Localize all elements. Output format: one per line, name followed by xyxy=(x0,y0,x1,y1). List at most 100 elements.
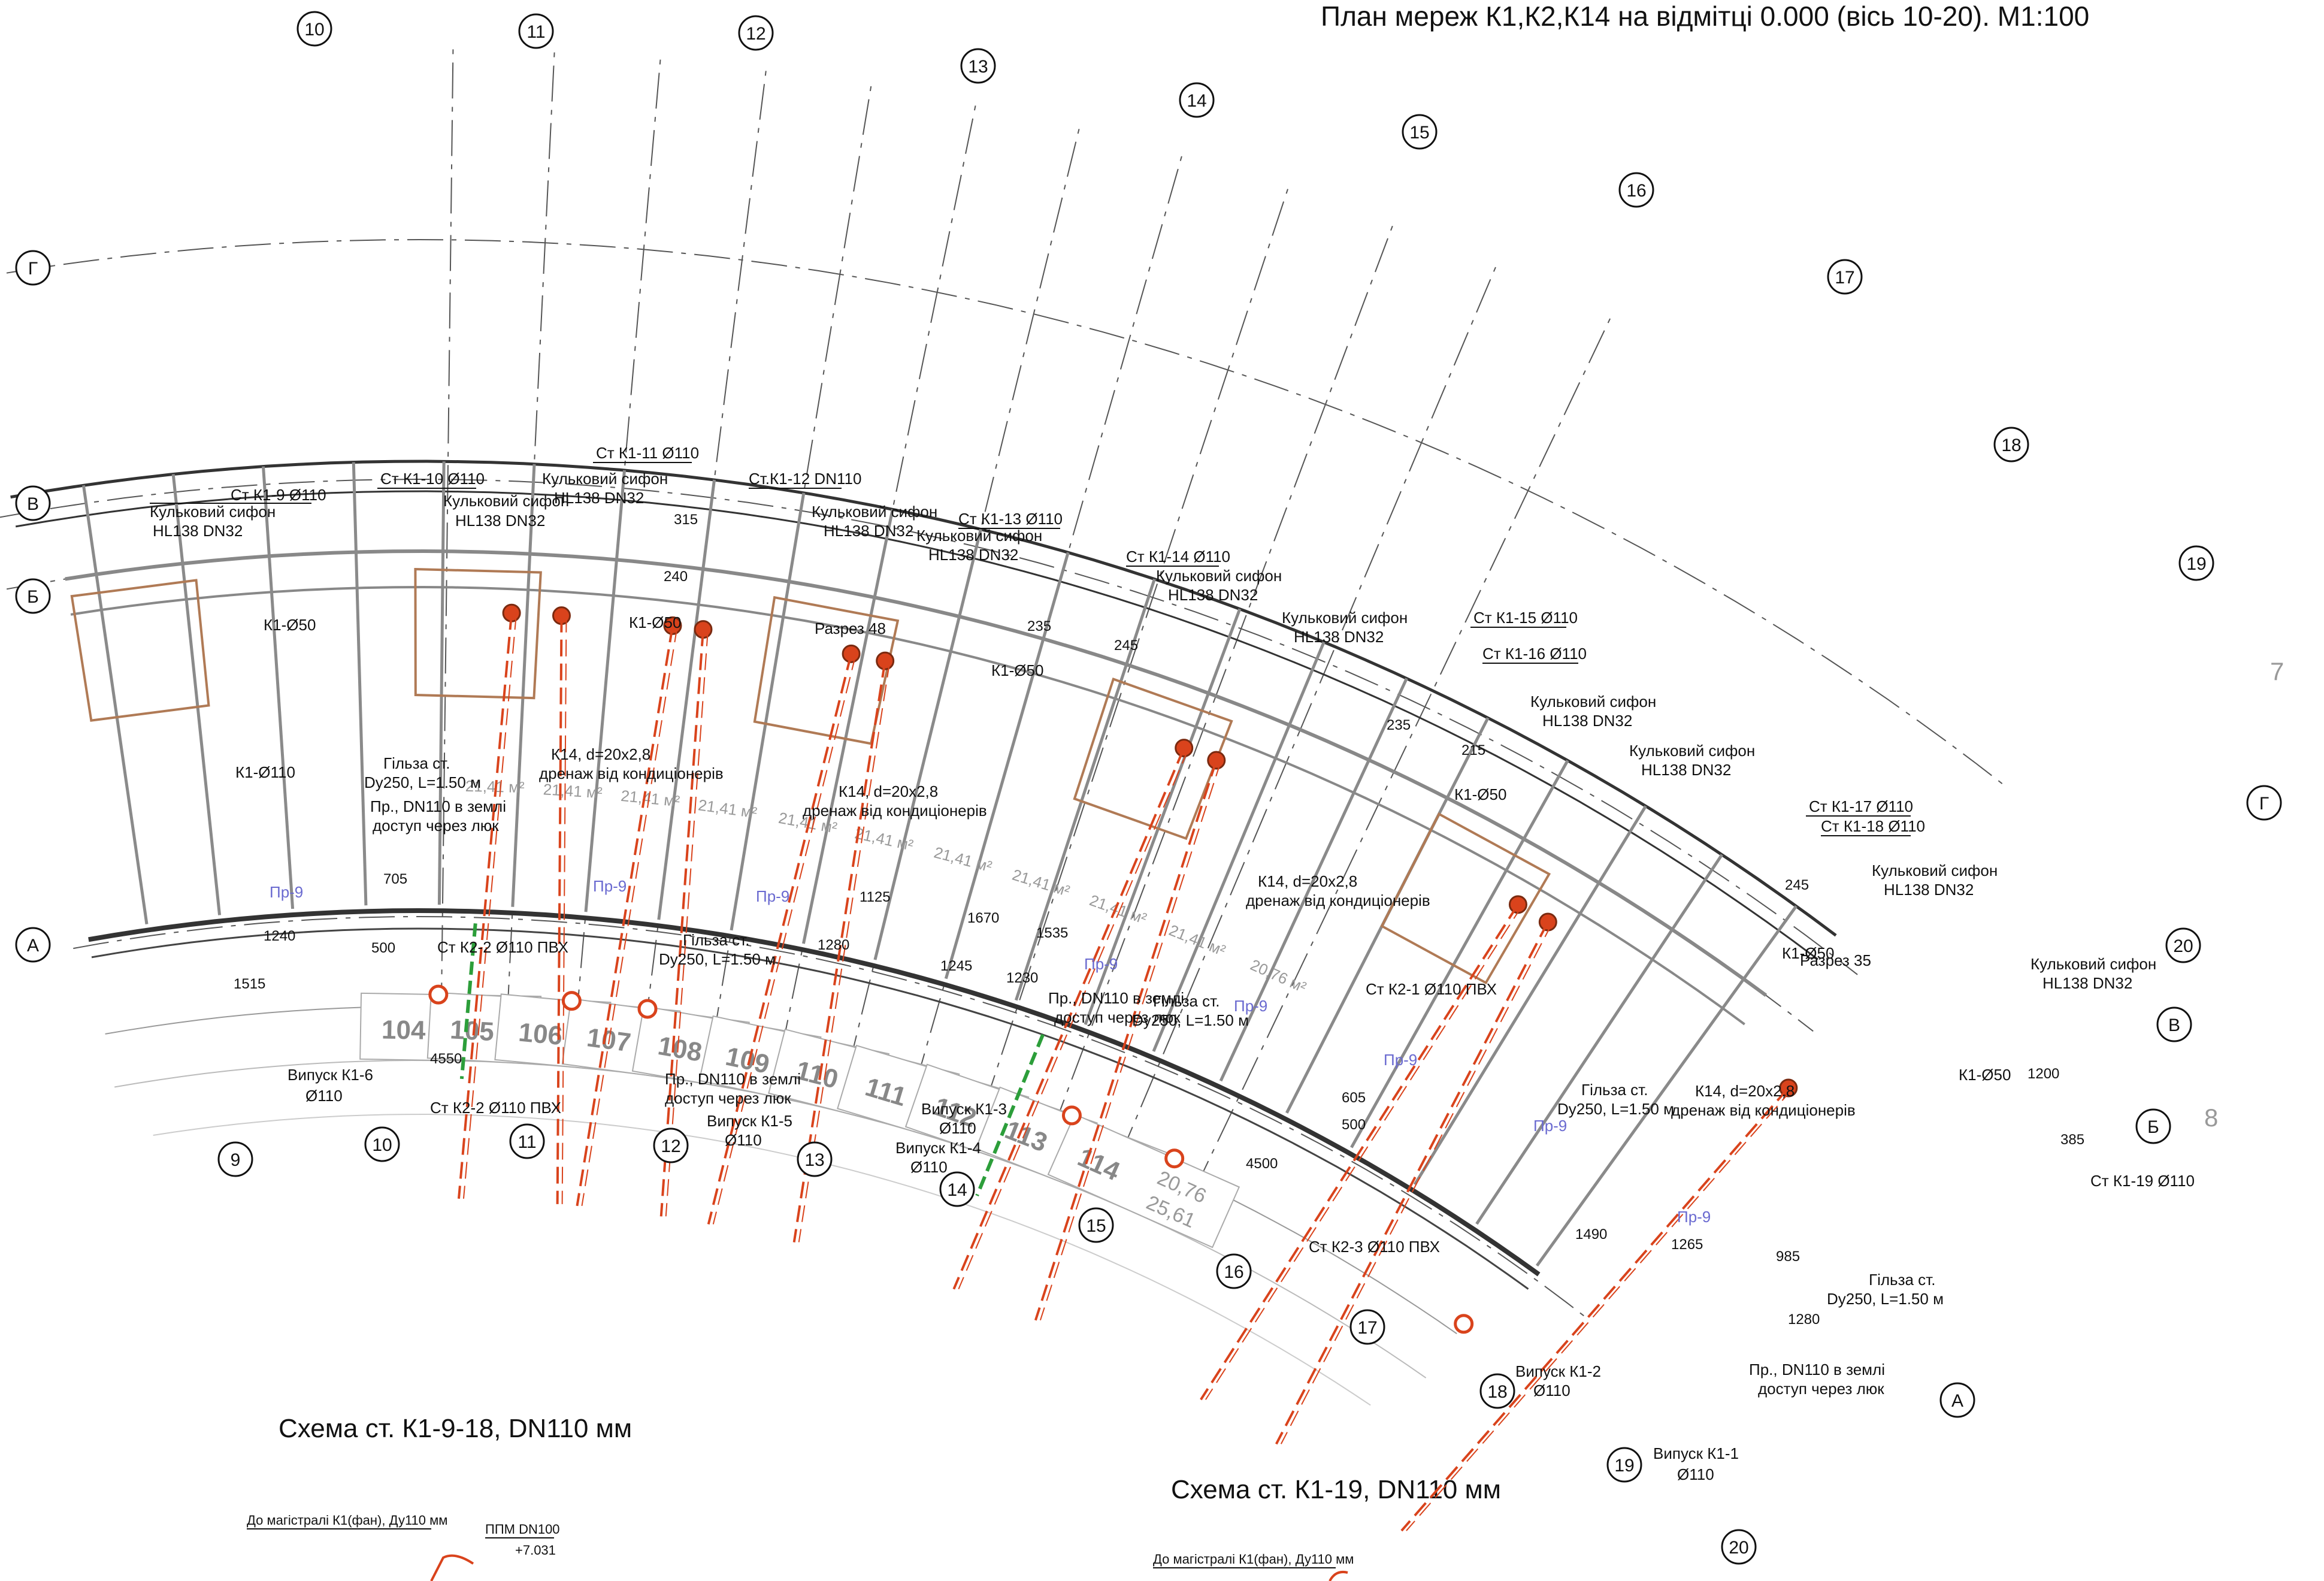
outlet-pipe-edge xyxy=(712,654,857,1225)
dimension-label: 1265 xyxy=(1671,1237,1703,1253)
callout-text: Ст К2-2 Ø110 ПВХ xyxy=(430,1099,561,1117)
callout-text: доступ через люк xyxy=(665,1089,791,1107)
k2-drain-line xyxy=(975,1033,1045,1196)
room-stamp-frame xyxy=(1047,1113,1240,1249)
axis-bubble xyxy=(15,578,51,614)
callout-text: Випуск К1-3 xyxy=(921,1100,1007,1118)
axis-bubble xyxy=(939,1171,975,1207)
dimension-label: 1245 xyxy=(940,958,972,974)
axis-bubbles: 9101011111212131314141515161617171818191… xyxy=(15,11,2284,1565)
callout-text: К1-Ø50 xyxy=(629,613,681,631)
callout-text: Кульковий сифон xyxy=(443,492,569,510)
callout-text: Ст К1-15 Ø110 xyxy=(1473,609,1578,627)
callout-text: Гільза ст. xyxy=(383,754,450,772)
axis-bubble xyxy=(518,13,554,49)
partition-wall xyxy=(1535,905,1798,1267)
callout-text: HL138 DN32 xyxy=(2042,974,2132,992)
axis-bubble xyxy=(1618,172,1654,208)
outlet-pipe xyxy=(576,625,674,1207)
axis-bubble xyxy=(1349,1309,1385,1345)
area-label: 21,41 м² xyxy=(620,787,681,811)
outlet-pipe xyxy=(1275,921,1550,1445)
axis-label: 19 xyxy=(1614,1456,1634,1476)
dimension-label: 1280 xyxy=(818,937,849,953)
radial-axis-line xyxy=(1051,225,1394,1134)
pr9-label: Пр-9 xyxy=(593,877,627,895)
scheme-note: До магістралі К1(фан), Ду110 мм xyxy=(247,1513,447,1528)
callout-text: HL138 DN32 xyxy=(554,489,644,507)
axis-label: 12 xyxy=(746,24,765,44)
dimension-label: 215 xyxy=(1461,742,1485,758)
axis-label: Г xyxy=(2259,794,2269,814)
dimension-label: 1240 xyxy=(264,928,295,944)
callout-text: Ст К1-17 Ø110 xyxy=(1809,797,1913,815)
callout-text: Ст К1-19 Ø110 xyxy=(2090,1172,2195,1190)
axis-bubble xyxy=(15,485,51,521)
corridor-wall xyxy=(65,549,1768,997)
scheme-title-k1-19: Схема ст. К1-19, DN110 мм xyxy=(1171,1475,1501,1504)
partition-wall xyxy=(1014,578,1156,1001)
dimension-label: 1230 xyxy=(1006,970,1038,986)
axis-label: 10 xyxy=(372,1135,392,1155)
axis-label: Б xyxy=(2147,1117,2159,1137)
callout-text: Пр., DN110 в землі xyxy=(665,1070,801,1088)
partition-wall xyxy=(730,492,806,931)
callout-text: Ст К1-16 Ø110 xyxy=(1482,645,1587,663)
axis-label: А xyxy=(1951,1391,1963,1411)
partition-wall xyxy=(873,528,982,960)
callout-text: Разрез 35 xyxy=(1800,951,1871,969)
axis-bubble xyxy=(364,1126,400,1162)
callout-text: К14, d=20х2,8 xyxy=(1258,872,1357,890)
callout-text: Ø110 xyxy=(725,1131,762,1149)
area-label: 21,41 м² xyxy=(697,796,758,821)
dimension-label: 500 xyxy=(371,940,395,956)
ring-axis-line xyxy=(73,915,1589,1320)
room-number: 105 xyxy=(449,1015,495,1047)
radial-axis-line xyxy=(983,188,1289,1110)
axis-bubble xyxy=(1479,1373,1515,1409)
section-mark: 8 xyxy=(2204,1104,2218,1132)
callout-text: Пр., DN110 в землі xyxy=(370,797,506,815)
axis-bubble xyxy=(1216,1253,1252,1289)
callout-text: К1-Ø50 xyxy=(991,661,1043,679)
callout-text: Кульковий сифон xyxy=(1282,609,1408,627)
outlet-pipe-edge xyxy=(1406,1087,1794,1531)
outlet-pipe-edge xyxy=(1280,921,1554,1444)
inspection-point xyxy=(637,999,658,1019)
scheme-pipe xyxy=(1329,1571,1348,1581)
dimension-label: 500 xyxy=(1342,1117,1366,1133)
bathroom-outline xyxy=(414,567,542,700)
axis-bubble xyxy=(15,250,51,286)
axis-label: В xyxy=(27,494,39,514)
area-label: 20,76 м² xyxy=(1248,956,1309,996)
callout-text: Dy250, L=1.50 м xyxy=(1132,1011,1249,1029)
axis-bubble xyxy=(1939,1382,1975,1418)
partition-wall xyxy=(1219,678,1408,1082)
callout-text: Ø110 xyxy=(939,1119,976,1137)
callout-text: Ø110 xyxy=(910,1158,948,1176)
callout-text: Кульковий сифон xyxy=(916,527,1042,545)
callout-text: Ст К1-13 Ø110 xyxy=(958,510,1063,528)
dimension-label: 605 xyxy=(1342,1090,1366,1106)
axis-bubble xyxy=(1827,259,1863,295)
callout-text: Ст К1-9 Ø110 xyxy=(231,486,326,504)
callout-text: Ст К2-1 Ø110 ПВХ xyxy=(1366,980,1497,998)
pr9-label: Пр-9 xyxy=(756,887,789,905)
outlet-pipe xyxy=(1034,760,1218,1321)
callout-text: Dy250, L=1.50 м xyxy=(1827,1290,1944,1308)
axis-bubble xyxy=(797,1141,833,1177)
room-number: 104 xyxy=(382,1015,426,1045)
radial-axis-line xyxy=(1118,265,1497,1160)
callout-text: HL138 DN32 xyxy=(824,522,913,540)
dimension-label: 1200 xyxy=(2028,1066,2059,1082)
outlet-pipe xyxy=(952,747,1185,1290)
partition-wall xyxy=(262,466,295,909)
partition-wall xyxy=(352,462,368,906)
callout-text: Випуск К1-2 xyxy=(1515,1362,1601,1380)
pr9-label: Пр-9 xyxy=(1234,997,1267,1015)
callout-text: Ø110 xyxy=(1677,1465,1714,1483)
inspection-point xyxy=(1061,1105,1082,1126)
pr9-label: Пр-9 xyxy=(270,883,303,901)
callout-text: Dy250, L=1.50 м xyxy=(364,773,481,791)
